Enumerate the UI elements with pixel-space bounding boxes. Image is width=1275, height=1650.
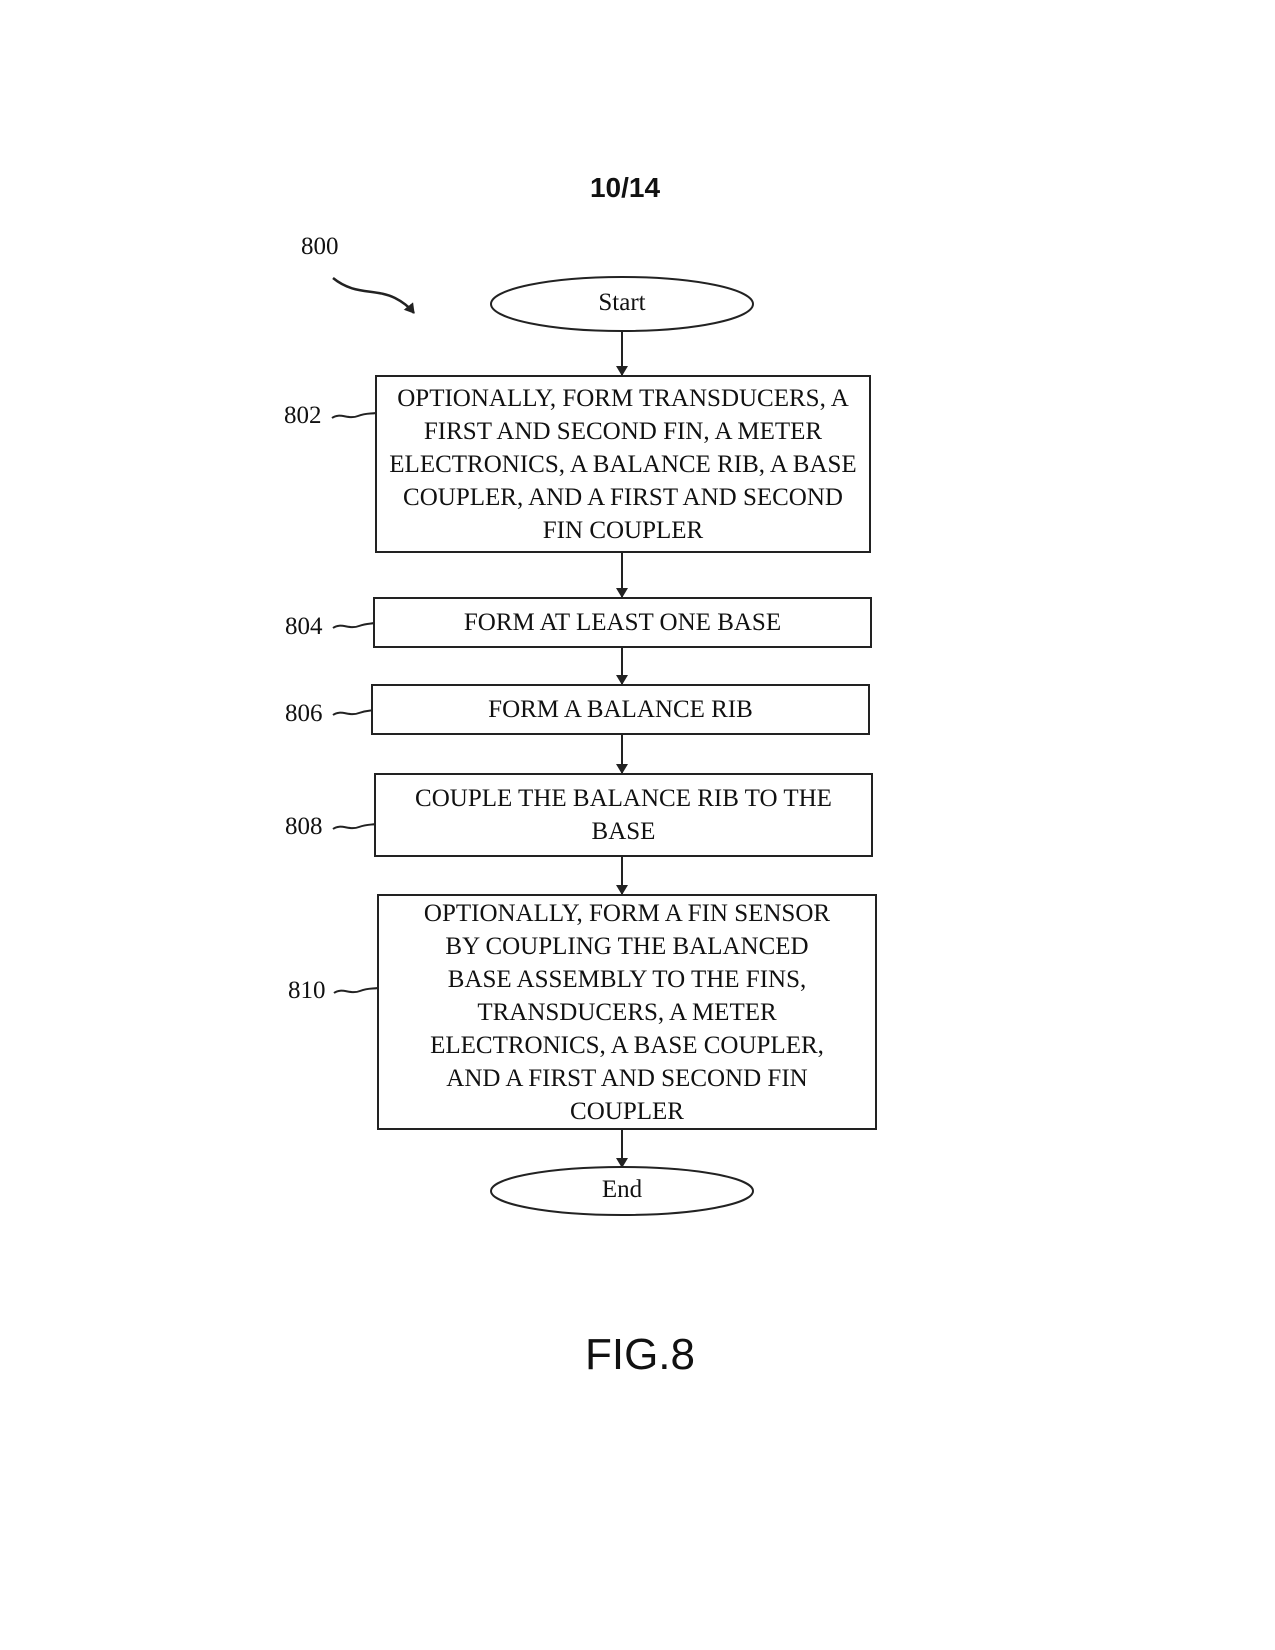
ref-800: 800 bbox=[301, 233, 339, 261]
ref-808: 808 bbox=[285, 813, 323, 841]
step-808-text: COUPLE THE BALANCE RIB TO THE BASE bbox=[404, 782, 843, 848]
ref-808-leader bbox=[333, 824, 376, 829]
ref-800-leader bbox=[333, 278, 414, 313]
step-808-box: COUPLE THE BALANCE RIB TO THE BASE bbox=[374, 773, 873, 857]
ref-810-leader bbox=[334, 988, 378, 993]
ref-806: 806 bbox=[285, 700, 323, 728]
start-label: Start bbox=[572, 289, 672, 317]
step-802-text: OPTIONALLY, FORM TRANSDUCERS, A FIRST AN… bbox=[387, 382, 859, 547]
sheet-number: 10/14 bbox=[575, 172, 675, 204]
ref-804: 804 bbox=[285, 613, 323, 641]
step-810-box: OPTIONALLY, FORM A FIN SENSOR BY COUPLIN… bbox=[377, 894, 877, 1130]
ref-802-leader bbox=[332, 413, 376, 418]
step-810-text: OPTIONALLY, FORM A FIN SENSOR BY COUPLIN… bbox=[415, 897, 839, 1128]
step-802-box: OPTIONALLY, FORM TRANSDUCERS, A FIRST AN… bbox=[375, 375, 871, 553]
step-804-text: FORM AT LEAST ONE BASE bbox=[464, 606, 781, 639]
ref-802: 802 bbox=[284, 402, 322, 430]
ref-810: 810 bbox=[288, 977, 326, 1005]
step-804-box: FORM AT LEAST ONE BASE bbox=[373, 597, 872, 648]
ref-804-leader bbox=[333, 623, 374, 628]
end-label: End bbox=[572, 1176, 672, 1204]
ref-806-leader bbox=[333, 710, 373, 715]
step-806-box: FORM A BALANCE RIB bbox=[371, 684, 870, 735]
figure-label: FIG.8 bbox=[560, 1330, 720, 1380]
step-806-text: FORM A BALANCE RIB bbox=[488, 693, 753, 726]
